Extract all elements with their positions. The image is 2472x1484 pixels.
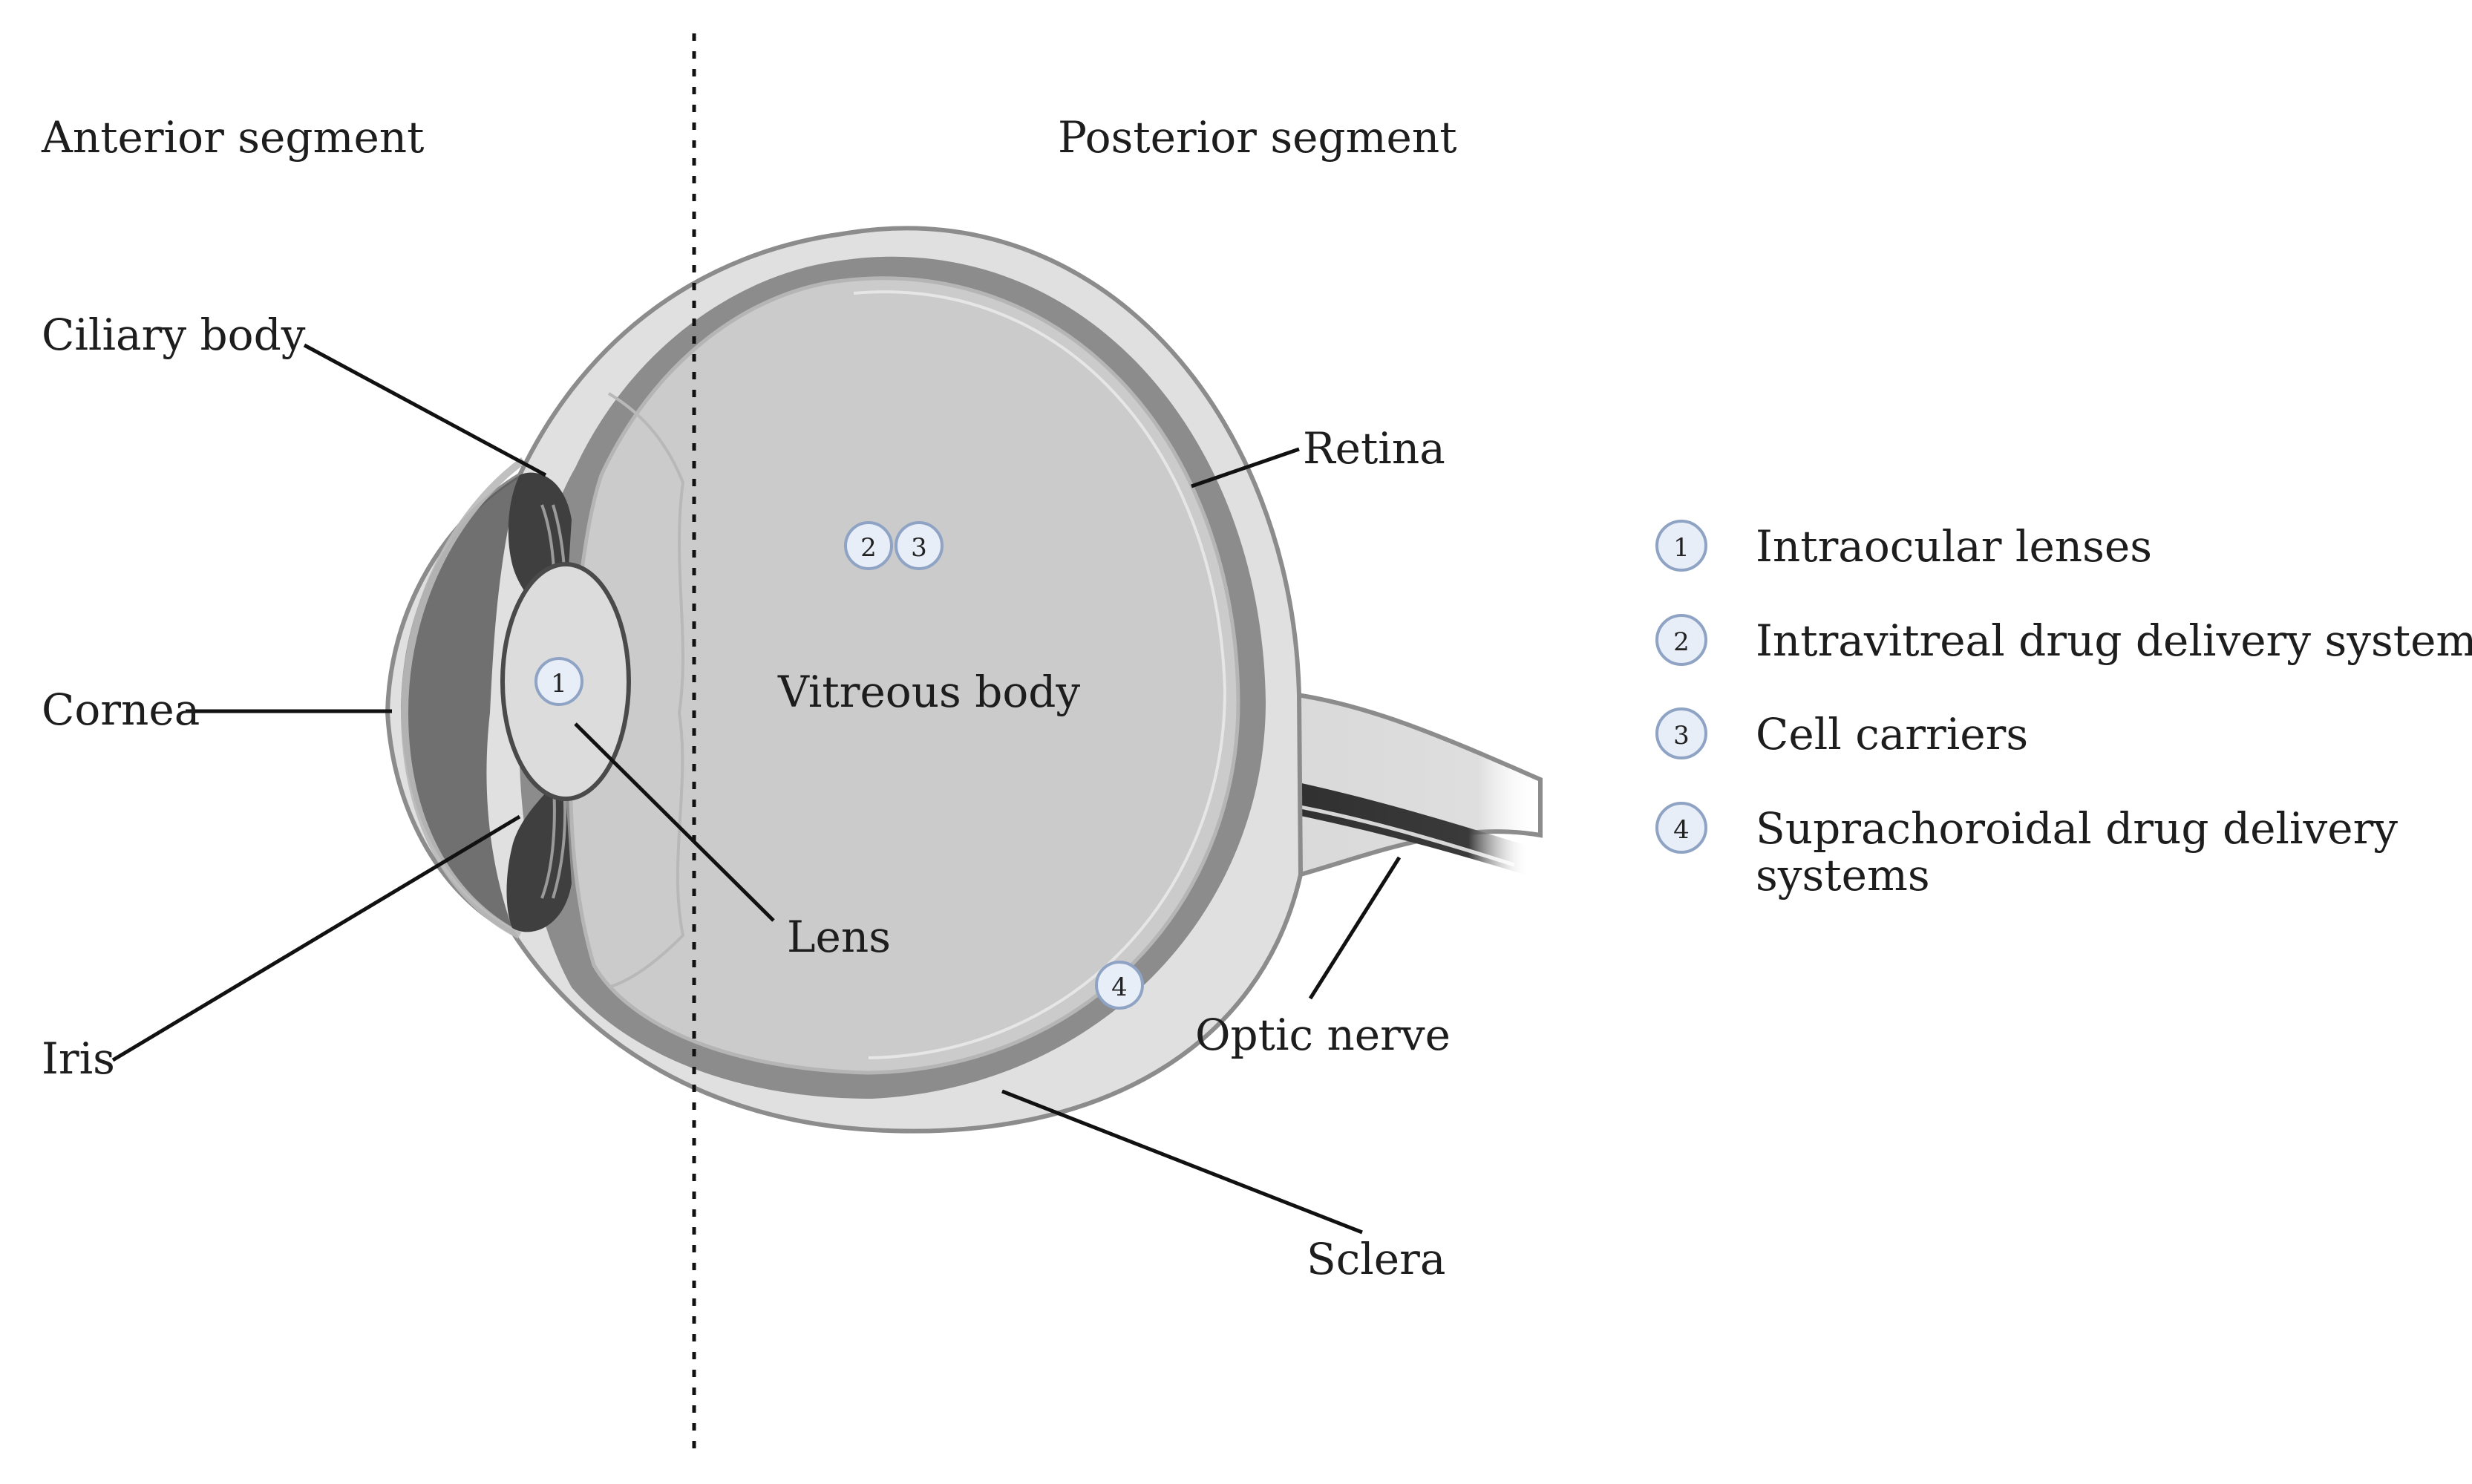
cornea-shape: [400, 457, 526, 939]
leader-sclera: [1001, 1089, 1363, 1235]
cornea-label: Cornea: [42, 684, 200, 735]
leader-lens: [574, 722, 775, 922]
leader-lines: [111, 343, 1402, 1235]
anterior-segment-label: Anterior segment: [42, 112, 425, 163]
legend-marker-3-number: 3: [1673, 721, 1690, 751]
marker-suprachoroidal-number: 4: [1111, 973, 1128, 1002]
legend-item-3-text: Cell carriers: [1756, 709, 2029, 759]
legend-markers: 1 2 3 4: [1655, 520, 1707, 854]
legend-marker-1: 1: [1655, 520, 1707, 572]
legend-marker-4-number: 4: [1673, 815, 1690, 845]
marker-vitreous-3-number: 3: [911, 533, 927, 563]
vitreous-shape: [568, 276, 1240, 1075]
marker-vitreous-2-number: 2: [860, 533, 877, 563]
legend-item-4-text: Suprachoroidal drug delivery systems: [1756, 803, 2399, 900]
marker-suprachoroidal: 4: [1095, 961, 1144, 1010]
legend-marker-2-number: 2: [1673, 627, 1690, 657]
marker-lens-number: 1: [551, 669, 567, 699]
marker-vitreous-2: 2: [844, 521, 893, 570]
iris-label: Iris: [42, 1033, 115, 1084]
optic-nerve-label: Optic nerve: [1195, 1010, 1451, 1060]
legend-item-1-text: Intraocular lenses: [1756, 521, 2153, 572]
vitreous-body-label: Vitreous body: [778, 667, 1081, 717]
vitreous-boundary: [607, 392, 685, 989]
legend-marker-2: 2: [1655, 614, 1707, 666]
marker-lens: 1: [534, 657, 583, 706]
legend-marker-4: 4: [1655, 802, 1707, 854]
retina-label: Retina: [1303, 423, 1445, 474]
marker-vitreous-3: 3: [895, 521, 944, 570]
leader-ciliary-body: [303, 343, 547, 477]
leader-retina: [1191, 447, 1300, 488]
leader-iris: [111, 814, 521, 1062]
legend-item-2-text: Intravitreal drug delivery systems: [1756, 615, 2472, 666]
legend-marker-3: 3: [1655, 707, 1707, 759]
legend-marker-1-number: 1: [1673, 533, 1690, 563]
leader-optic-nerve: [1308, 856, 1402, 1000]
sclera-label: Sclera: [1307, 1234, 1446, 1284]
lens-label: Lens: [787, 912, 891, 962]
ciliary-body-label: Ciliary body: [42, 310, 306, 360]
posterior-segment-label: Posterior segment: [1058, 112, 1457, 163]
